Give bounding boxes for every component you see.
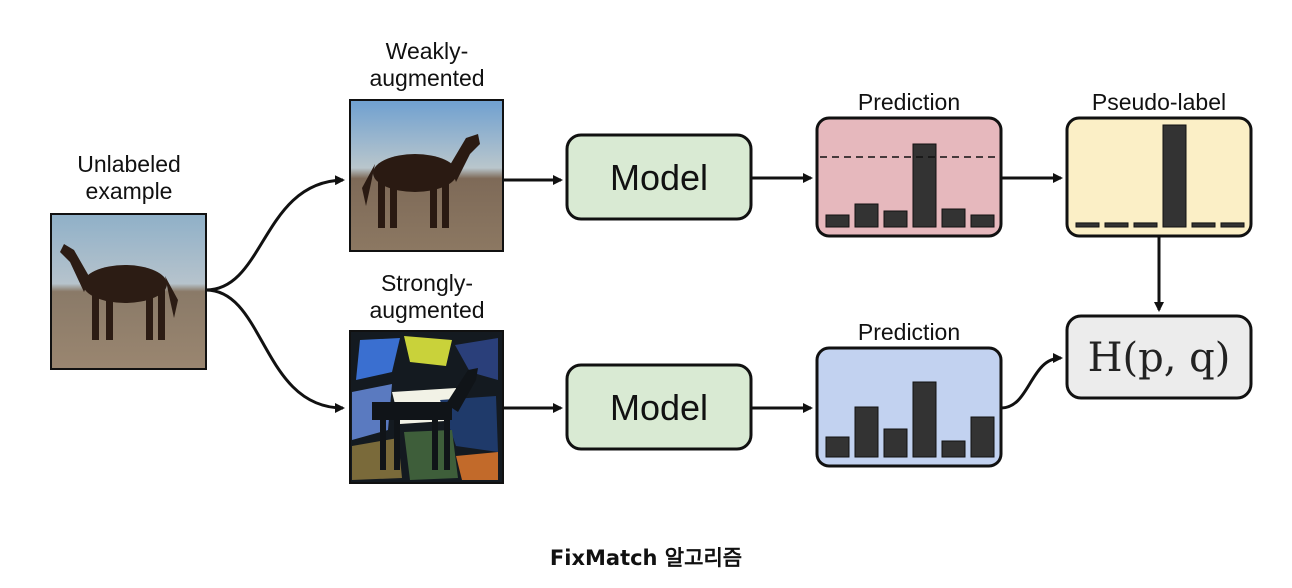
figure-caption: FixMatch 알고리즘 xyxy=(549,546,743,570)
pseudo-label-bar-2 xyxy=(1104,222,1129,228)
unlabeled-horse-image xyxy=(50,213,207,370)
prediction-top-bar-3 xyxy=(883,210,908,228)
pseudo-label-bar-6 xyxy=(1220,222,1245,228)
prediction-bottom-bars xyxy=(825,381,995,458)
unlabeled-label-line1: Unlabeled xyxy=(77,151,181,177)
prediction-bottom-box xyxy=(815,346,1003,468)
prediction-top-box xyxy=(815,116,1003,238)
loss-box: H(p, q) xyxy=(1065,314,1253,400)
strong-label-line1: Strongly- xyxy=(381,270,473,296)
prediction-bottom-bar-6 xyxy=(970,416,995,458)
weak-label-line1: Weakly- xyxy=(386,38,469,64)
weak-label-line2: augmented xyxy=(369,65,484,91)
prediction-top-bar-1 xyxy=(825,214,850,228)
pseudo-label-box xyxy=(1065,116,1253,238)
pseudo-label-label: Pseudo-label xyxy=(1092,89,1226,115)
prediction-top-bar-6 xyxy=(970,214,995,228)
prediction-bottom-bar-5 xyxy=(941,440,966,458)
strongly-augmented-image xyxy=(349,330,504,484)
pseudo-label-bar-3 xyxy=(1133,222,1158,228)
unlabeled-label-line2: example xyxy=(86,178,173,204)
arrow-prediction-to-loss xyxy=(1000,353,1063,410)
pseudo-label-bar-4 xyxy=(1162,124,1187,228)
prediction-bottom-label: Prediction xyxy=(858,319,960,345)
pseudo-label-bar-5 xyxy=(1191,222,1216,228)
prediction-top-bars xyxy=(825,143,995,228)
prediction-top-bar-5 xyxy=(941,208,966,228)
prediction-bottom-bar-3 xyxy=(883,428,908,458)
model-top: Model xyxy=(565,133,753,221)
weakly-augmented-image xyxy=(349,99,504,252)
model-bottom: Model xyxy=(565,363,753,451)
arrows xyxy=(205,173,1164,413)
model-bottom-label: Model xyxy=(610,387,708,428)
strong-label-line2: augmented xyxy=(369,297,484,323)
prediction-bottom-bar-2 xyxy=(854,406,879,458)
prediction-top-label: Prediction xyxy=(858,89,960,115)
prediction-top-bar-4 xyxy=(912,143,937,228)
pseudo-label-bars xyxy=(1075,124,1245,228)
prediction-bottom-bar-4 xyxy=(912,381,937,458)
arrow-unlabeled-to-strong xyxy=(205,288,345,413)
model-top-label: Model xyxy=(610,157,708,198)
loss-label: H(p, q) xyxy=(1088,335,1231,381)
prediction-top-bar-2 xyxy=(854,203,879,228)
arrow-unlabeled-to-weak xyxy=(205,175,345,292)
pseudo-label-bar-1 xyxy=(1075,222,1100,228)
prediction-bottom-bar-1 xyxy=(825,436,850,458)
